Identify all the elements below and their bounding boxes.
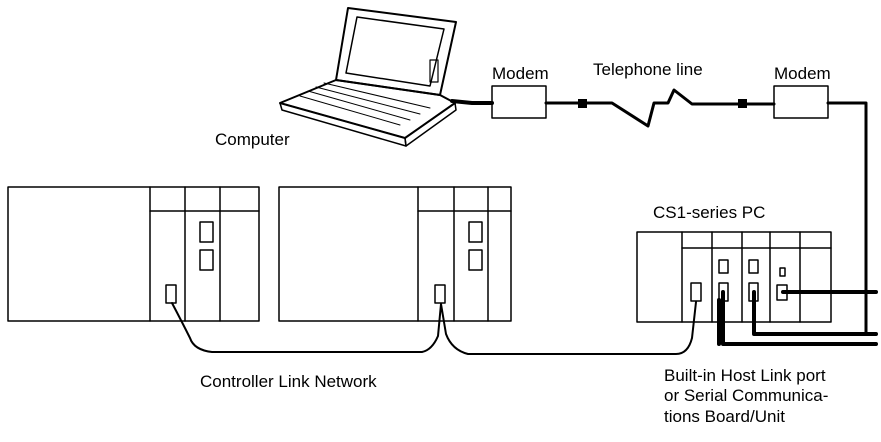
modem-label-right: Modem bbox=[774, 64, 831, 83]
controller-link-network-label: Controller Link Network bbox=[200, 372, 377, 391]
modem-box-right bbox=[773, 85, 829, 119]
laptop-computer bbox=[279, 7, 457, 147]
cs1-series-pc-rack bbox=[636, 231, 832, 323]
cs1-series-pc-label: CS1-series PC bbox=[653, 203, 766, 222]
host-link-port-label: Built-in Host Link port or Serial Commun… bbox=[664, 366, 828, 427]
host-link-line-3: tions Board/Unit bbox=[664, 406, 785, 426]
host-link-line-2: or Serial Communica- bbox=[664, 386, 829, 406]
modem-label-left: Modem bbox=[492, 64, 549, 83]
plc-rack-middle bbox=[278, 186, 512, 322]
telephone-line-label: Telephone line bbox=[593, 60, 703, 79]
computer-label: Computer bbox=[215, 130, 290, 149]
host-link-line-1: Built-in Host Link port bbox=[664, 366, 826, 385]
plc-rack-left bbox=[7, 186, 260, 322]
modem-box-left bbox=[491, 85, 547, 119]
